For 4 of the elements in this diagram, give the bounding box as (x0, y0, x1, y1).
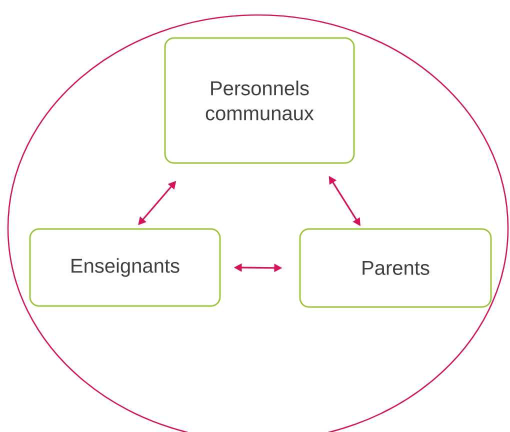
text-box: Parents (299, 228, 492, 308)
text-box: Enseignants (29, 228, 221, 307)
text-box: Personnels communaux (164, 37, 355, 164)
ellipse-outline (7, 14, 509, 432)
